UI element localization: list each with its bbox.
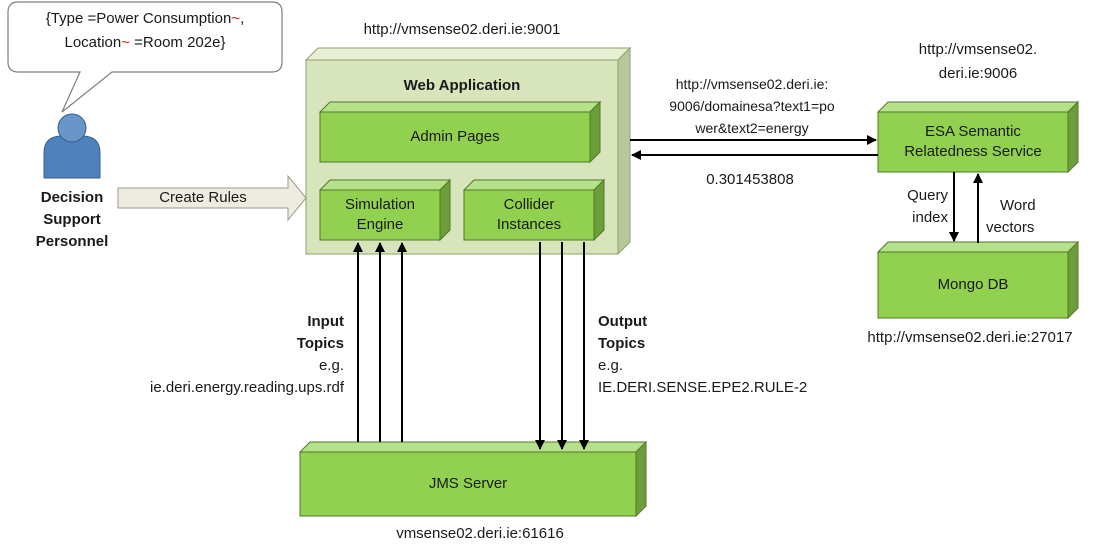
mongo-db-url: http://vmsense02.deri.ie:27017 <box>867 329 1073 346</box>
esa-label-line-2: Relatedness Service <box>904 143 1042 160</box>
output-topics-title-1: Output <box>598 313 648 330</box>
actor-label-line-2: Support <box>43 211 101 228</box>
output-topics-title-2: Topics <box>598 335 646 352</box>
actor-label-line-3: Personnel <box>35 233 109 250</box>
person-icon <box>43 113 101 179</box>
collider-label-line-2: Instances <box>496 216 562 233</box>
bubble-line-2: Location~ =Room 202e} <box>10 33 280 53</box>
word-label-line-1: Word <box>1000 197 1036 214</box>
input-topics-value: ie.deri.energy.reading.ups.rdf <box>149 379 344 396</box>
request-url-line-1: http://vmsense02.deri.ie: <box>675 76 829 92</box>
simulation-label-line-1: Simulation <box>344 196 416 213</box>
mongo-db-box <box>876 240 1080 320</box>
word-label-line-2: vectors <box>986 219 1035 236</box>
esa-url-line-2: deri.ie:9006 <box>938 65 1018 82</box>
request-url-line-2: 9006/domainesa?text1=po <box>669 98 835 114</box>
input-topics-eg: e.g. <box>318 357 344 374</box>
esa-url-line-1: http://vmsense02. <box>918 41 1038 58</box>
output-topics-value: IE.DERI.SENSE.EPE2.RULE-2 <box>598 379 808 396</box>
create-rules-label: Create Rules <box>159 189 247 206</box>
web-app-title: Web Application <box>403 77 521 94</box>
esa-service-label: ESA Semantic Relatedness Service <box>878 112 1068 172</box>
bubble-location-text: Location <box>64 34 122 51</box>
bubble-tilde-2: ~ <box>121 34 130 51</box>
create-rules-arrow <box>117 174 307 222</box>
bubble-tilde-1: ~ <box>231 10 241 27</box>
query-label-line-2: index <box>912 209 948 226</box>
collider-instances-box <box>462 178 606 242</box>
simulation-engine-label: Simulation Engine <box>320 190 440 240</box>
mongo-db-label: Mongo DB <box>937 276 1009 293</box>
response-value: 0.301453808 <box>706 171 794 188</box>
collider-instances-label: Collider Instances <box>464 190 594 240</box>
input-topics-title-2: Topics <box>296 335 344 352</box>
bubble-type-text: {Type =Power Consumption <box>45 10 232 27</box>
bubble-room-text: =Room 202e} <box>129 34 226 51</box>
admin-pages-label: Admin Pages <box>410 128 500 145</box>
collider-label-line-1: Collider <box>503 196 555 213</box>
input-topics-title-1: Input <box>307 313 344 330</box>
simulation-label-line-2: Engine <box>356 216 404 233</box>
simulation-engine-box <box>318 178 452 242</box>
speech-bubble <box>7 1 283 113</box>
bubble-line-1: {Type =Power Consumption~, <box>10 9 280 29</box>
bubble-comma: , <box>240 10 245 27</box>
actor-label-line-1: Decision <box>40 189 104 206</box>
esa-label-line-1: ESA Semantic <box>925 123 1021 140</box>
request-url-line-3: wer&text2=energy <box>695 120 809 136</box>
query-label-line-1: Query <box>907 187 948 204</box>
admin-pages-box <box>318 100 602 164</box>
web-app-url: http://vmsense02.deri.ie:9001 <box>363 21 561 38</box>
output-topics-eg: e.g. <box>598 357 624 374</box>
jms-server-url: vmsense02.deri.ie:61616 <box>396 525 564 542</box>
jms-server-label: JMS Server <box>428 475 508 492</box>
esa-service-box <box>876 100 1080 174</box>
